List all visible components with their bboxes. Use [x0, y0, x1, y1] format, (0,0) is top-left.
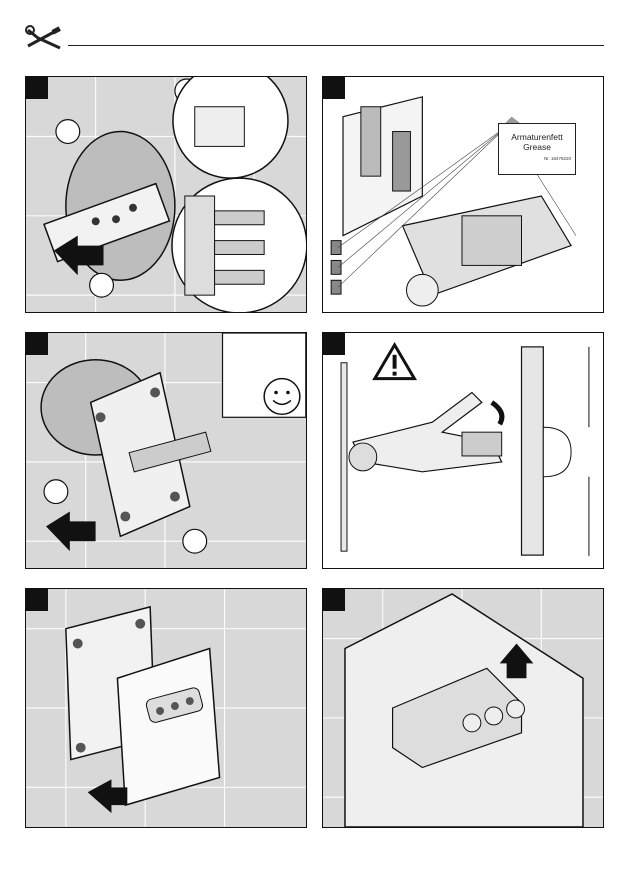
grease-label-line2: Grease — [499, 142, 575, 152]
step-4-illustration — [323, 333, 603, 568]
smiley-face-icon — [264, 379, 300, 415]
page-header — [0, 0, 629, 60]
step-panel-6 — [322, 588, 604, 828]
grease-label: Armaturenfett Grease Nr. 18476220 — [498, 123, 576, 175]
step-number-4 — [323, 333, 345, 355]
wrench-screwdriver-icon — [24, 24, 64, 52]
step-panel-2: Armaturenfett Grease Nr. 18476220 — [322, 76, 604, 313]
grease-label-line1: Armaturenfett — [499, 132, 575, 142]
step-5-illustration — [26, 589, 306, 827]
step-number-5 — [26, 589, 48, 611]
push-arrow-icon — [88, 779, 128, 813]
step-number-2 — [323, 77, 345, 99]
step-panel-4 — [322, 332, 604, 569]
step-2-illustration — [323, 77, 603, 312]
grease-part-number: Nr. 18476220 — [499, 156, 575, 161]
step-1-illustration — [26, 77, 306, 312]
step-panel-3 — [25, 332, 307, 569]
step-number-1 — [26, 77, 48, 99]
step-number-6 — [323, 589, 345, 611]
step-number-3 — [26, 333, 48, 355]
step-panel-5 — [25, 588, 307, 828]
header-rule — [68, 45, 604, 46]
step-panel-1 — [25, 76, 307, 313]
push-arrow-icon — [46, 511, 96, 551]
step-6-illustration — [323, 589, 603, 827]
step-3-illustration — [26, 333, 306, 568]
